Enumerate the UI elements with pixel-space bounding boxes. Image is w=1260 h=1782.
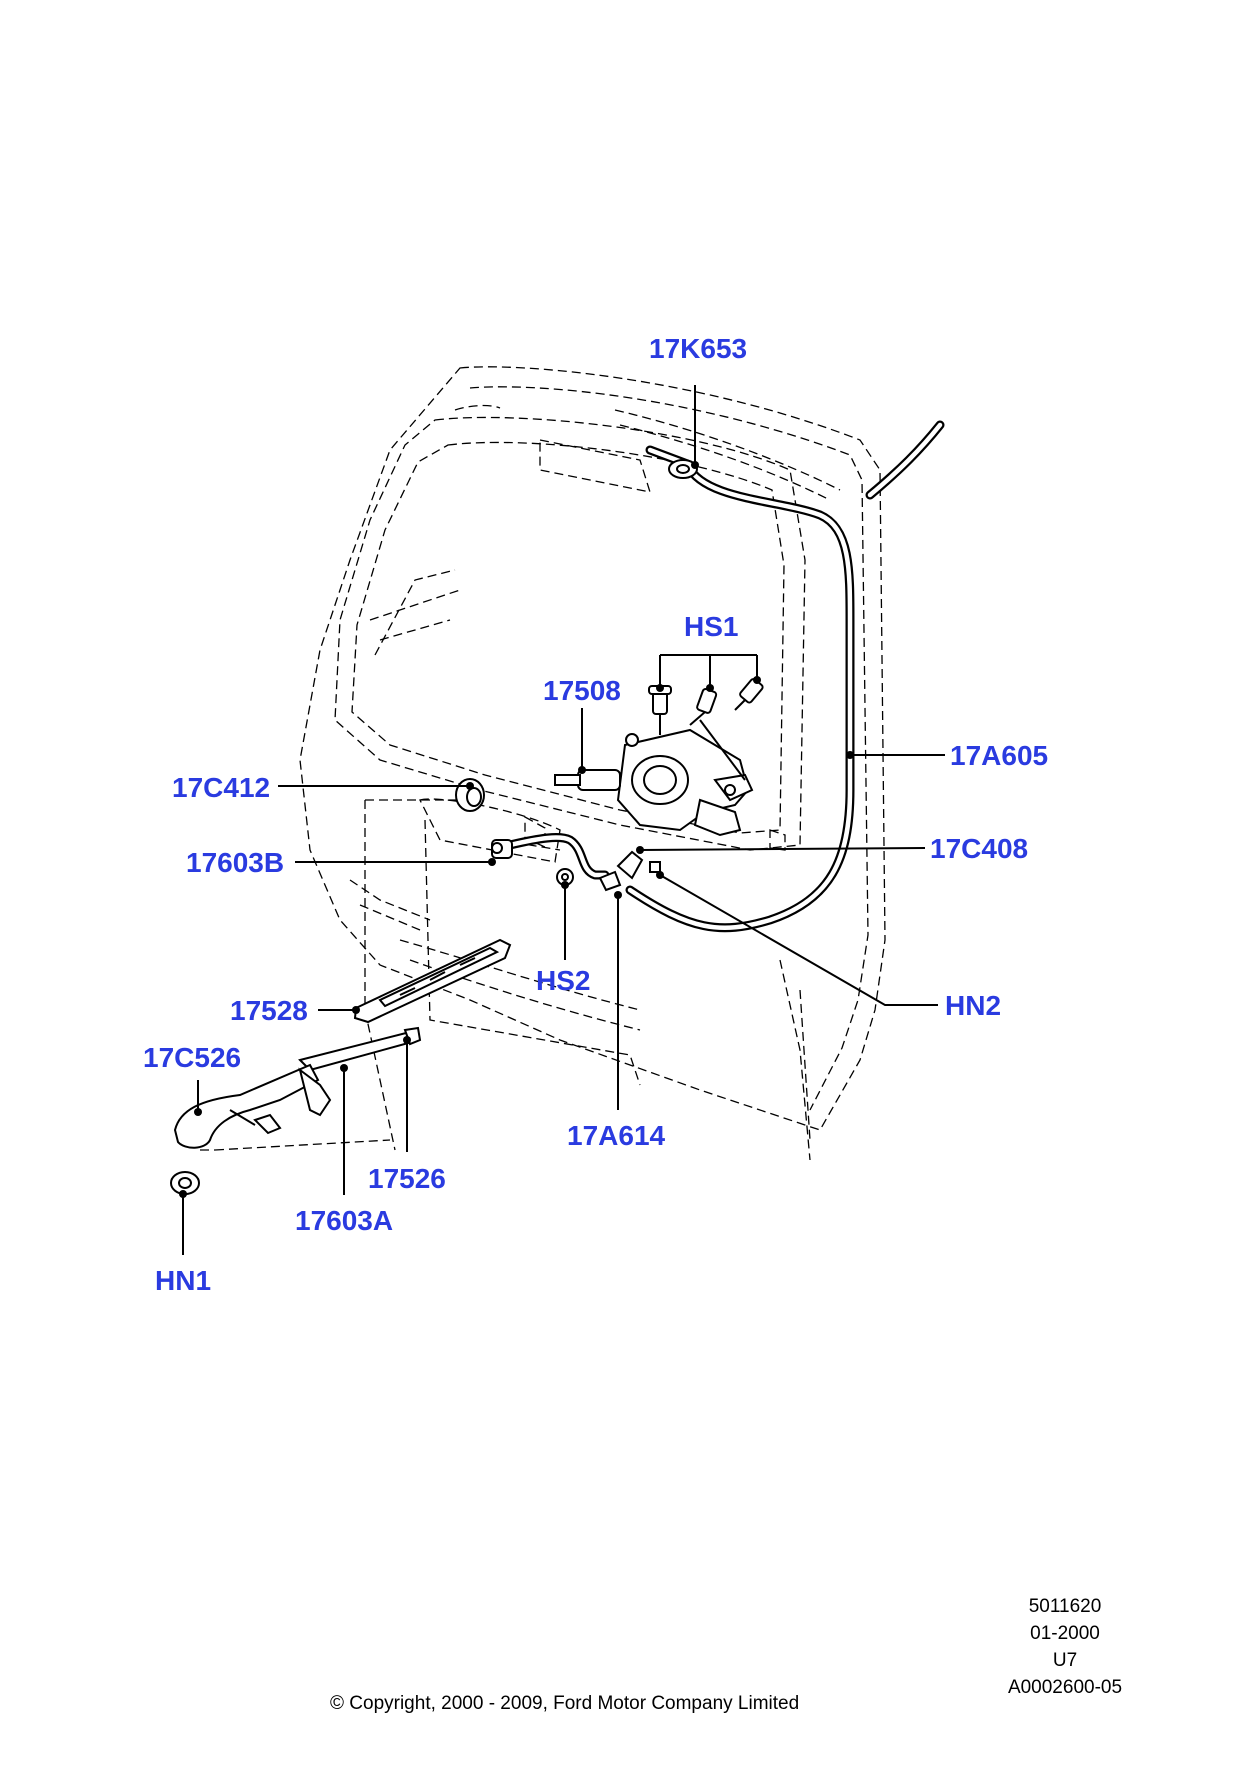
model-code: U7 xyxy=(1053,1650,1077,1671)
wiper-arm-17526 xyxy=(173,1026,422,1149)
label-HN1: HN1 xyxy=(155,1265,211,1296)
illustration-id: A0002600-05 xyxy=(1008,1677,1122,1698)
label-17C412: 17C412 xyxy=(172,772,270,803)
label-17508: 17508 xyxy=(543,675,621,706)
footer: 5011620 01-2000 U7 A0002600-05 © Copyrig… xyxy=(330,1596,1122,1714)
tailgate-outline xyxy=(200,366,886,1161)
grommet-17K653 xyxy=(668,459,698,479)
label-17C408: 17C408 xyxy=(930,833,1028,864)
wiper-blade-17528 xyxy=(353,938,512,1024)
nut-HN1 xyxy=(170,1171,200,1195)
label-17603A: 17603A xyxy=(295,1205,393,1236)
label-HS1: HS1 xyxy=(684,611,738,642)
label-HS2: HS2 xyxy=(536,965,590,996)
label-HN2: HN2 xyxy=(945,990,1001,1021)
roof-hose xyxy=(645,420,945,500)
nozzle-17603B xyxy=(491,839,513,859)
nut-HS2 xyxy=(556,868,574,886)
label-17A605: 17A605 xyxy=(950,740,1048,771)
leader-lines xyxy=(179,385,945,1255)
copyright-notice: © Copyright, 2000 - 2009, Ford Motor Com… xyxy=(330,1693,799,1714)
label-17K653: 17K653 xyxy=(649,333,747,364)
label-17526: 17526 xyxy=(368,1163,446,1194)
connector-17A614 xyxy=(598,870,622,892)
wiper-motor-17508 xyxy=(554,719,754,837)
washer-hose-17A605 xyxy=(625,461,855,933)
screws-HS1 xyxy=(648,678,764,735)
connector-17C408 xyxy=(616,850,661,880)
label-17C526: 17C526 xyxy=(143,1042,241,1073)
washer-hose-short xyxy=(505,833,610,880)
callout-labels: 17K653 HS1 17508 17A605 17C412 17603B 17… xyxy=(143,333,1048,1296)
label-17603B: 17603B xyxy=(186,847,284,878)
label-17528: 17528 xyxy=(230,995,308,1026)
label-17A614: 17A614 xyxy=(567,1120,666,1151)
ref-number: 5011620 xyxy=(1029,1596,1102,1617)
issue-date: 01-2000 xyxy=(1030,1623,1100,1644)
